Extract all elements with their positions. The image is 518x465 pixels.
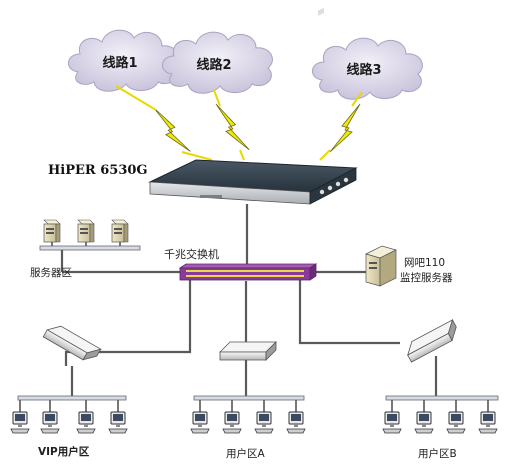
cloud-label: 线路1	[102, 55, 137, 71]
user-zone-a: 用户区A	[190, 341, 306, 460]
switch-icon	[178, 263, 318, 281]
wan-link-3	[319, 91, 363, 161]
user-zone-label: 用户区B	[418, 447, 457, 460]
pc-icon	[40, 411, 60, 434]
pc-icon	[382, 411, 402, 434]
cloud-label: 线路2	[196, 57, 231, 73]
wan-link-1	[115, 85, 213, 161]
pc-icon	[286, 411, 306, 434]
cloud-label: 线路3	[346, 62, 381, 78]
cloud-line2: 线路2	[161, 31, 273, 94]
cloud-line1: 线路1	[67, 29, 179, 92]
router-hiper-6530g: HiPER 6530G	[48, 7, 358, 205]
server-icon	[111, 219, 129, 243]
core-switch: 千兆交换机	[164, 247, 318, 281]
pc-icon	[76, 411, 96, 434]
pc-icon	[108, 411, 128, 434]
router-icon	[148, 7, 358, 205]
user-zone-label: VIP用户区	[38, 445, 90, 458]
lightning-icon	[215, 101, 250, 153]
core-switch-label: 千兆交换机	[164, 247, 219, 261]
user-zone-label: 用户区A	[226, 447, 265, 460]
lightning-icon	[153, 103, 191, 156]
link-lines	[62, 204, 438, 396]
user-zone-vip: VIP用户区	[10, 320, 128, 458]
server-icon	[365, 245, 397, 287]
pc-icon	[478, 411, 498, 434]
server-icon	[43, 219, 61, 243]
monitor-server-label-2: 监控服务器	[400, 271, 453, 284]
switch-icon	[42, 320, 102, 366]
server-zone-label: 服务器区	[30, 266, 72, 279]
user-zone-b: 用户区B	[382, 319, 499, 460]
pc-icon	[222, 411, 242, 434]
switch-icon	[402, 319, 462, 363]
monitor-server-label-1: 网吧110	[404, 257, 445, 269]
pc-icon	[254, 411, 274, 434]
pc-icon	[10, 411, 30, 434]
server-zone: 服务器区	[30, 219, 141, 279]
wan-link-2	[213, 89, 250, 161]
monitor-server: 网吧110 监控服务器	[365, 245, 453, 287]
router-label: HiPER 6530G	[48, 163, 148, 178]
cloud-line3: 线路3	[311, 37, 423, 100]
server-icon	[77, 219, 95, 243]
switch-icon	[219, 341, 277, 361]
pc-icon	[446, 411, 466, 434]
pc-icon	[414, 411, 434, 434]
pc-icon	[190, 411, 210, 434]
lightning-icon	[329, 103, 361, 153]
